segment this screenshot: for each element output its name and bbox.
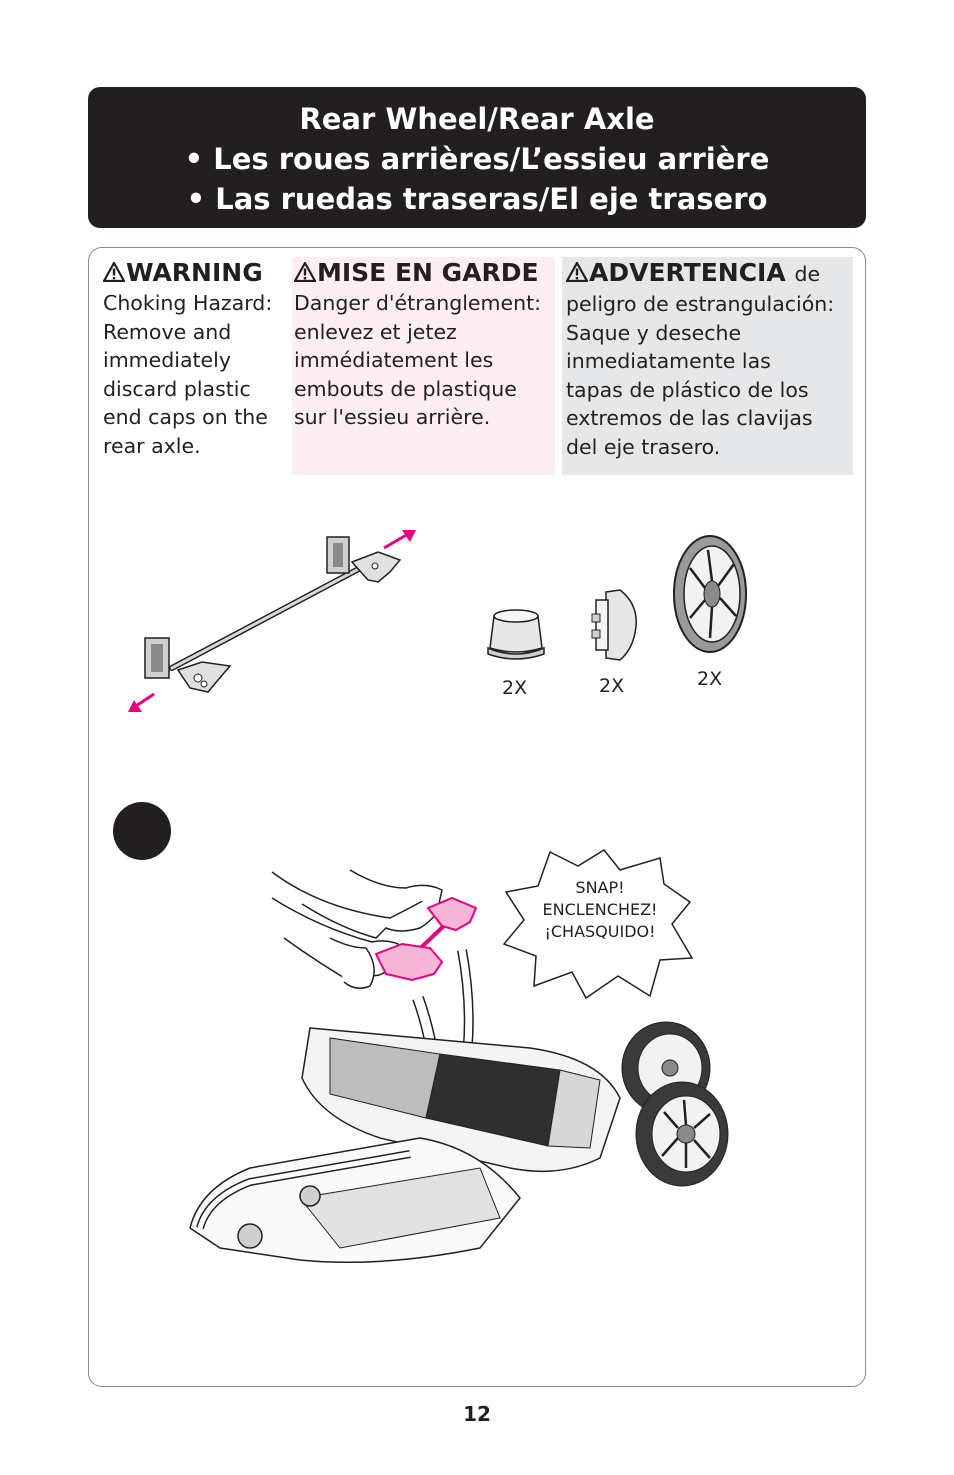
warning-text-line: Choking Hazard: (103, 291, 273, 315)
warning-text-line: immediately (103, 348, 231, 372)
stroller-assembly-illustration (189, 869, 729, 1264)
warning-heading: WARNING (126, 258, 263, 287)
title-line-french: • Les roues arrières/L’essieu arrière (184, 142, 770, 176)
warning-text-line: del eje trasero. (566, 434, 721, 459)
wheel-quantity: 2X (697, 668, 723, 690)
warning-text-line: discard plastic (103, 376, 251, 401)
hub-cap-illustration (591, 589, 637, 661)
warning-text-line: immédiatement les (294, 348, 494, 372)
snap-text-french: ENCLENCHEZ! (542, 900, 658, 919)
advertencia-suffix: de (794, 262, 821, 286)
warning-text-line: tapas de plástico de los (566, 377, 809, 402)
snap-callout-text: SNAP! ENCLENCHEZ! ¡CHASQUIDO! (510, 877, 690, 943)
wheel-illustration (673, 535, 747, 653)
snap-burst-icon (502, 849, 694, 1000)
title-line-english: Rear Wheel/Rear Axle (299, 102, 655, 136)
hands-illustration (271, 869, 443, 989)
warning-text-line: end caps on the (103, 405, 268, 429)
axle-bracket-right (326, 536, 402, 583)
axle-being-installed (374, 896, 478, 982)
warning-spanish: ADVERTENCIA de peligro de estrangulación… (562, 257, 853, 475)
warning-triangle-icon (294, 262, 316, 282)
warning-text-line: inmediatamente las (566, 349, 771, 373)
warning-text-line: Saque y deseche (566, 320, 742, 345)
step-indicator (113, 802, 171, 860)
warning-french: MISE EN GARDE Danger d'étranglement: enl… (292, 257, 555, 475)
rear-wheel-illustration (621, 1021, 729, 1187)
rear-axle-illustration (128, 530, 416, 712)
end-cap-illustration (487, 609, 545, 660)
instruction-panel (88, 247, 866, 1387)
warning-triangle-icon (103, 262, 125, 282)
warning-english: WARNING Choking Hazard: Remove and immed… (103, 257, 289, 460)
warning-text-line: sur l'essieu arrière. (294, 405, 491, 429)
warning-text-line: peligro de estrangulación: (566, 292, 835, 316)
warning-text-line: Danger d'étranglement: (294, 291, 542, 315)
warning-text-line: embouts de plastique (294, 376, 517, 401)
warning-text-line: rear axle. (103, 433, 201, 458)
warning-text-line: extremos de las clavijas (566, 406, 813, 430)
warning-triangle-icon (566, 262, 588, 282)
snap-text-english: SNAP! (575, 878, 625, 897)
mise-en-garde-heading: MISE EN GARDE (317, 258, 539, 287)
pull-arrow-icon (128, 530, 416, 712)
end-cap-quantity: 2X (502, 677, 528, 699)
title-line-spanish: • Las ruedas traseras/El eje trasero (186, 182, 768, 216)
advertencia-heading: ADVERTENCIA (589, 258, 786, 287)
hub-cap-quantity: 2X (599, 675, 625, 697)
page-number: 12 (463, 1402, 491, 1426)
warning-text-line: enlevez et jetez (294, 319, 457, 344)
snap-text-spanish: ¡CHASQUIDO! (544, 922, 656, 941)
page-title-bar: Rear Wheel/Rear Axle • Les roues arrière… (88, 87, 866, 228)
warning-text-line: Remove and (103, 319, 232, 344)
axle-bracket-left (144, 637, 232, 693)
